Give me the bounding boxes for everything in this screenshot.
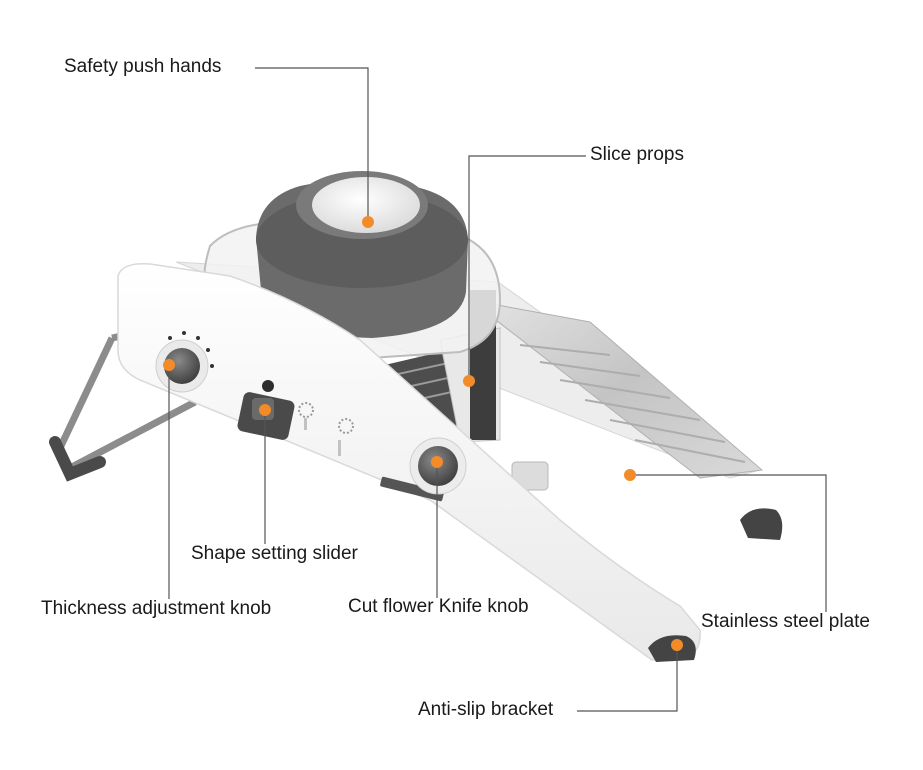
label-safety-push-hands: Safety push hands bbox=[64, 56, 222, 77]
leader-slice bbox=[468, 155, 586, 381]
marker-thickness bbox=[163, 359, 175, 371]
marker-anti bbox=[671, 639, 683, 651]
slicer-body bbox=[117, 263, 701, 661]
label-stainless-steel-plate: Stainless steel plate bbox=[701, 611, 870, 632]
safety-push-hands bbox=[256, 171, 468, 338]
label-cut-flower-knife-knob: Cut flower Knife knob bbox=[348, 596, 529, 617]
label-thickness-adjustment-knob: Thickness adjustment knob bbox=[41, 598, 272, 619]
leader-safety bbox=[255, 67, 369, 222]
label-slice-props: Slice props bbox=[590, 144, 684, 165]
leader-anti bbox=[577, 645, 678, 712]
marker-shape bbox=[259, 404, 271, 416]
thickness-adjustment-knob bbox=[155, 331, 214, 393]
leader-steel bbox=[630, 474, 827, 612]
label-shape-setting-slider: Shape setting slider bbox=[191, 543, 358, 564]
label-anti-slip-bracket: Anti-slip bracket bbox=[418, 699, 554, 720]
anti-slip-bracket bbox=[648, 508, 783, 662]
marker-cut bbox=[431, 456, 443, 468]
stainless-steel-plate bbox=[469, 299, 764, 491]
marker-safety bbox=[362, 216, 374, 228]
marker-slice bbox=[463, 375, 475, 387]
leader-lines bbox=[168, 67, 827, 712]
marker-dots bbox=[163, 216, 683, 651]
marker-steel bbox=[624, 469, 636, 481]
